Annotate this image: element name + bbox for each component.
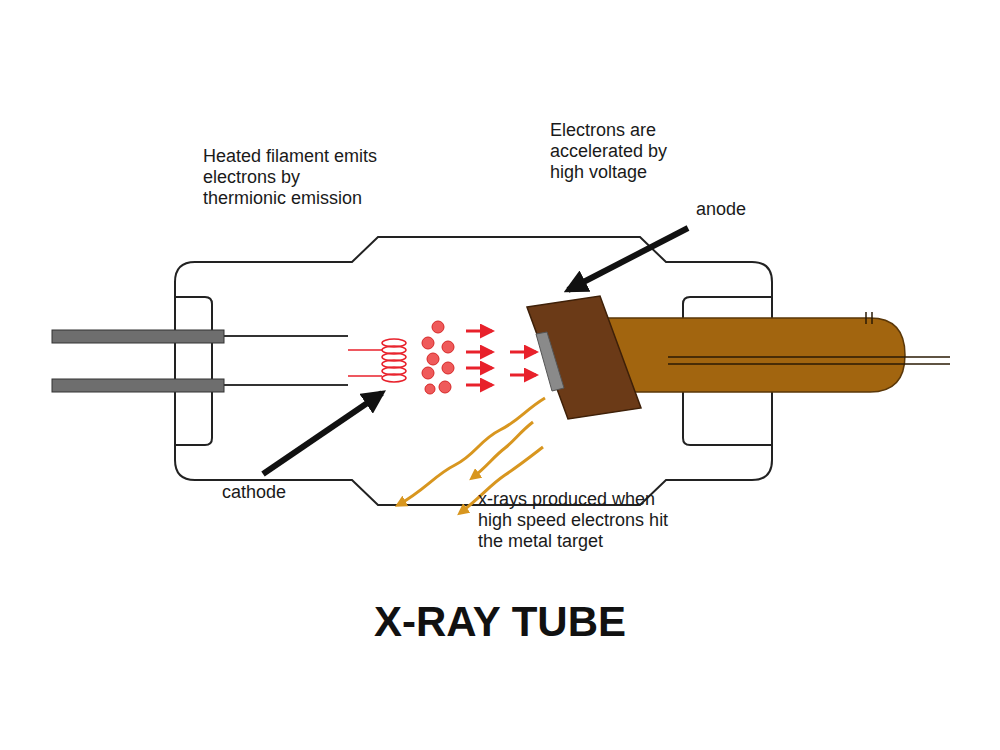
part-label: anode (696, 199, 776, 220)
filament-note: Heated filament emits electrons by therm… (203, 146, 381, 209)
diagram-title: X-RAY TUBE (0, 598, 1000, 646)
x-ray-note: x-rays produced when high speed electron… (478, 489, 683, 552)
cathode-leads (52, 330, 348, 392)
anode-assembly (527, 296, 950, 419)
electron-arrows (466, 331, 536, 385)
filament-coil (348, 339, 406, 382)
part-label: cathode (222, 482, 312, 503)
leader-arrows (263, 228, 688, 474)
acceleration-note: Electrons are accelerated by high voltag… (550, 120, 690, 183)
electrons (422, 321, 454, 394)
cathode-seal (176, 297, 212, 445)
